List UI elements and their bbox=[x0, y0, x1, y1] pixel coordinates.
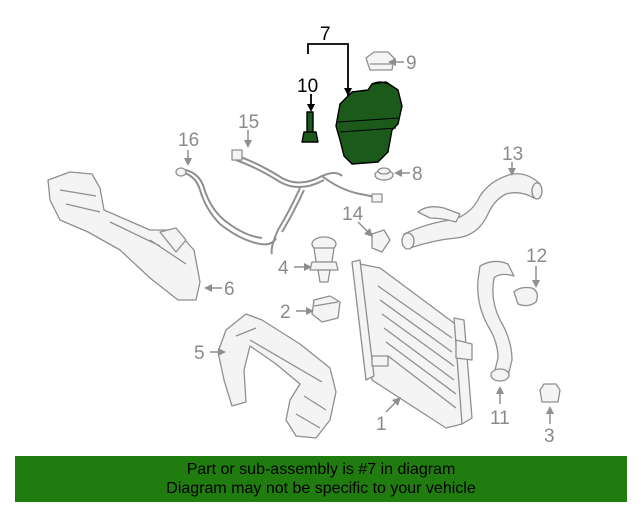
cap-3[interactable] bbox=[539, 383, 561, 403]
callout-5: 5 bbox=[194, 343, 205, 364]
parts-diagram: 7 10 9 8 16 15 13 14 12 4 2 6 5 11 3 1 bbox=[47, 24, 561, 447]
disclaimer-banner: Part or sub-assembly is #7 in diagram Di… bbox=[15, 456, 627, 502]
callout-14: 14 bbox=[342, 204, 364, 225]
callout-7: 7 bbox=[320, 24, 331, 45]
callout-16: 16 bbox=[178, 130, 199, 151]
radiator[interactable] bbox=[351, 259, 473, 429]
callout-12: 12 bbox=[526, 246, 547, 267]
level-sensor[interactable] bbox=[301, 111, 319, 143]
callout-3: 3 bbox=[544, 426, 555, 447]
grommet[interactable] bbox=[374, 167, 394, 181]
callout-1: 1 bbox=[376, 414, 387, 435]
leaders bbox=[184, 58, 554, 424]
callout-8: 8 bbox=[412, 164, 423, 185]
callout-15: 15 bbox=[238, 112, 259, 133]
bracket-5[interactable] bbox=[217, 313, 337, 439]
reservoir-cap[interactable] bbox=[365, 51, 395, 71]
callout-13: 13 bbox=[502, 144, 523, 165]
mount-2[interactable] bbox=[311, 295, 341, 323]
air-duct-6[interactable] bbox=[47, 171, 201, 301]
upper-hose[interactable] bbox=[401, 173, 543, 250]
callout-10: 10 bbox=[297, 76, 318, 97]
callout-4: 4 bbox=[278, 258, 289, 279]
lower-hose[interactable] bbox=[477, 260, 515, 382]
callout-9: 9 bbox=[406, 53, 417, 74]
leaders-highlight bbox=[307, 43, 352, 112]
disclaimer-line-1: Part or sub-assembly is #7 in diagram bbox=[186, 461, 456, 478]
callout-6: 6 bbox=[224, 279, 235, 300]
hose-clamp-12[interactable] bbox=[513, 286, 538, 307]
disclaimer-line-2: Diagram may not be specific to your vehi… bbox=[166, 480, 476, 497]
vent-hose-16[interactable] bbox=[175, 167, 277, 246]
coolant-reservoir[interactable] bbox=[335, 81, 403, 165]
hose-clamp-14[interactable] bbox=[371, 229, 391, 253]
callout-2: 2 bbox=[280, 302, 291, 323]
vent-hose-15[interactable] bbox=[231, 149, 383, 255]
callout-11: 11 bbox=[490, 408, 510, 429]
valve-4[interactable] bbox=[309, 236, 339, 283]
